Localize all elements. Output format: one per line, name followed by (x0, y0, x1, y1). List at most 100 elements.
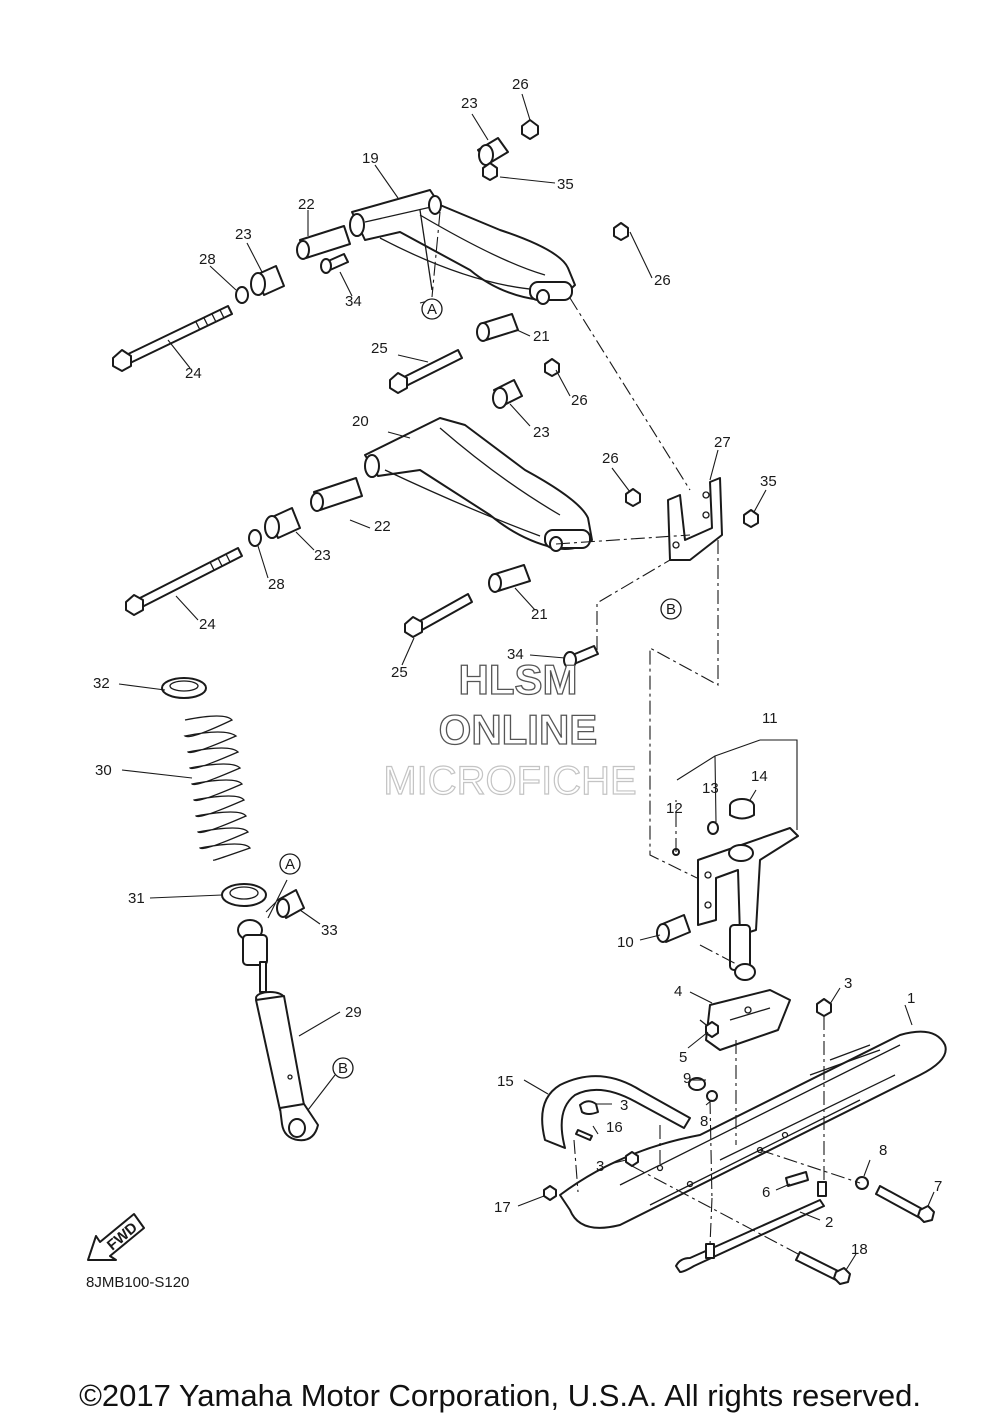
nut-35-lower[interactable] (743, 509, 759, 528)
washer-8-left[interactable] (706, 1090, 718, 1102)
coil-spring-30[interactable] (183, 715, 252, 861)
runner-2[interactable] (675, 1181, 827, 1273)
cap-14[interactable] (729, 798, 755, 820)
copyright-notice: ©2017 Yamaha Motor Corporation, U.S.A. A… (79, 1378, 921, 1413)
callout-23: 23 (461, 95, 478, 112)
nut-3-left[interactable] (625, 1151, 639, 1167)
spring-seat-31[interactable] (221, 883, 267, 907)
nut-26-middle[interactable] (544, 358, 560, 377)
callout-23: 23 (235, 226, 252, 243)
callout-22: 22 (298, 196, 315, 213)
bolt-25-upper[interactable] (389, 349, 463, 394)
bolt-25-lower[interactable] (404, 593, 473, 638)
nut-3-right[interactable] (816, 998, 832, 1017)
collar-22-upper[interactable] (296, 225, 351, 260)
bolt-18[interactable] (795, 1251, 851, 1285)
callout-21: 21 (531, 606, 548, 623)
ski-bracket-4[interactable] (699, 989, 791, 1051)
callout-27: 27 (714, 434, 731, 451)
diagram-code: 8JMB100-S120 (86, 1274, 189, 1291)
svg-text:B: B (666, 601, 676, 618)
bracket-27[interactable] (667, 477, 723, 561)
bolt-34-lower[interactable] (563, 645, 599, 669)
callout-33: 33 (321, 922, 338, 939)
callout-22: 22 (374, 518, 391, 535)
washer-9[interactable] (688, 1077, 706, 1091)
callout-8: 8 (700, 1113, 708, 1130)
shock-absorber-29[interactable] (237, 919, 319, 1142)
ref-marker-b-shock: B (332, 1057, 354, 1079)
ref-marker-a-upper: A (421, 298, 443, 320)
spring-seat-32[interactable] (161, 677, 207, 699)
callout-32: 32 (93, 675, 110, 692)
ski-handle-15[interactable] (541, 1075, 691, 1149)
spindle-assembly[interactable] (697, 827, 799, 981)
callout-8: 8 (879, 1142, 887, 1159)
bolt-24-lower[interactable] (125, 547, 243, 616)
pin-16[interactable] (575, 1129, 593, 1141)
ref-marker-a-shock: A (279, 853, 301, 875)
callout-11: 11 (762, 710, 778, 727)
svg-text:ONLINE: ONLINE (439, 706, 598, 753)
washer-8-right[interactable] (855, 1176, 869, 1190)
nut-26-lower[interactable] (625, 488, 641, 507)
callout-21: 21 (533, 328, 550, 345)
callout-13: 13 (702, 780, 719, 797)
callout-4: 4 (674, 983, 682, 1000)
callout-26: 26 (602, 450, 619, 467)
bolt-34-upper[interactable] (320, 253, 349, 274)
grommet-13[interactable] (707, 821, 719, 835)
callout-2: 2 (825, 1214, 833, 1231)
watermark: HLSM ONLINE MICROFICHE (383, 655, 638, 803)
bolt-24-upper[interactable] (112, 305, 233, 372)
collar-10[interactable] (656, 914, 691, 943)
nut-26-top[interactable] (521, 119, 539, 140)
callout-25: 25 (391, 664, 408, 681)
callout-7: 7 (934, 1178, 942, 1195)
callout-23: 23 (533, 424, 550, 441)
callout-28: 28 (199, 251, 216, 268)
collar-22-lower[interactable] (310, 477, 363, 512)
washer-28-lower[interactable] (248, 529, 262, 547)
callout-1: 1 (907, 990, 915, 1007)
callout-26: 26 (571, 392, 588, 409)
callout-29: 29 (345, 1004, 362, 1021)
upper-a-arm[interactable] (349, 189, 576, 305)
svg-text:HLSM: HLSM (459, 656, 578, 703)
callout-5: 5 (679, 1049, 687, 1066)
callout-34: 34 (507, 646, 524, 663)
bolt-17[interactable] (543, 1185, 557, 1201)
callout-17: 17 (494, 1199, 511, 1216)
nut-3-handle[interactable] (579, 1100, 599, 1115)
bolt-7[interactable] (875, 1185, 935, 1223)
callout-9: 9 (683, 1070, 691, 1087)
collar-21-lower[interactable] (488, 564, 531, 593)
callout-20: 20 (352, 413, 369, 430)
collar-21-upper[interactable] (476, 313, 519, 342)
nut-26-upper-right[interactable] (613, 222, 629, 241)
bolt-5[interactable] (705, 1021, 719, 1038)
bushing-23-lower-right[interactable] (492, 379, 523, 409)
collar-33[interactable] (276, 889, 305, 919)
lower-a-arm[interactable] (364, 417, 593, 552)
callout-35: 35 (760, 473, 777, 490)
callout-34: 34 (345, 293, 362, 310)
callout-31: 31 (128, 890, 145, 907)
callout-15: 15 (497, 1073, 514, 1090)
bolt-6[interactable] (785, 1171, 809, 1187)
svg-text:MICROFICHE: MICROFICHE (383, 759, 636, 803)
callout-28: 28 (268, 576, 285, 593)
callout-3: 3 (596, 1158, 604, 1175)
callout-12: 12 (666, 800, 683, 817)
bushing-23-upper-left[interactable] (250, 265, 285, 296)
callout-25: 25 (371, 340, 388, 357)
callout-3: 3 (620, 1097, 628, 1114)
callout-26: 26 (654, 272, 671, 289)
bushing-23-lower-left[interactable] (264, 507, 301, 539)
nut-35-upper[interactable] (482, 162, 498, 181)
bushing-23-upper-right[interactable] (477, 137, 509, 166)
callout-35: 35 (557, 176, 574, 193)
washer-28-upper[interactable] (235, 286, 249, 304)
forward-direction-arrow: FWD (87, 1213, 145, 1261)
